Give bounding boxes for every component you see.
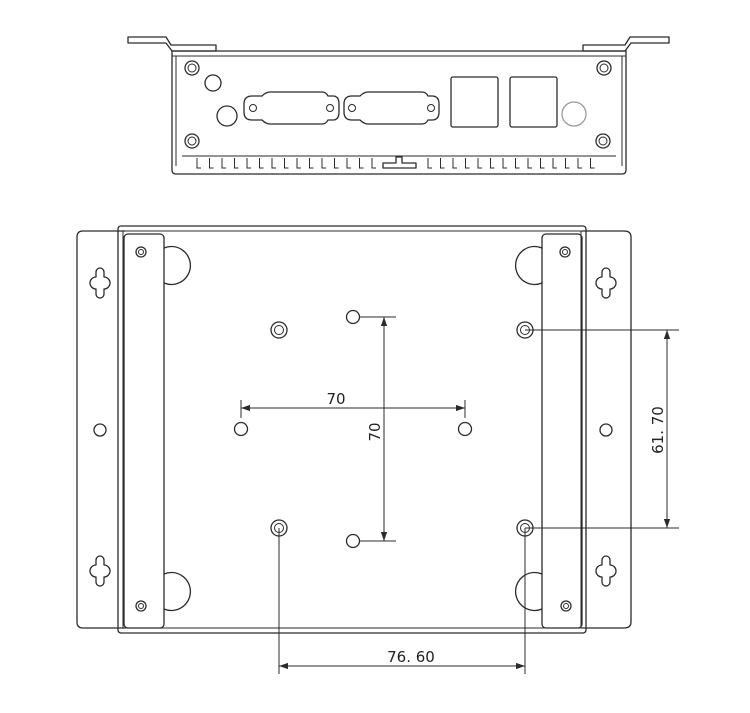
fin <box>590 158 595 169</box>
fin <box>452 158 457 169</box>
db9-port-icon <box>343 91 440 125</box>
base-plate <box>117 225 587 634</box>
fin <box>540 158 545 169</box>
screw-hole-icon <box>596 60 612 76</box>
fin <box>552 158 557 169</box>
foot-icon <box>515 571 543 612</box>
left-rail <box>123 233 165 629</box>
keyhole-slot-icon <box>89 267 111 299</box>
indicator-hole-icon <box>216 105 238 127</box>
left-bracket <box>127 36 217 52</box>
fin <box>234 158 239 169</box>
left-mounting-ear <box>76 230 126 629</box>
fin <box>565 158 570 169</box>
dimension-label: 70 <box>366 422 384 441</box>
fin <box>490 158 495 169</box>
dimension-label: 70 <box>326 390 345 408</box>
vesa-hole-icon <box>457 421 473 437</box>
ear-hole-icon <box>599 423 613 437</box>
screw-hole-icon <box>559 246 571 258</box>
foot-icon <box>515 245 543 286</box>
dimension-vertical-70: 70 <box>360 316 396 542</box>
fin <box>296 158 301 169</box>
keyhole-slot-icon <box>89 555 111 587</box>
fin <box>502 158 507 169</box>
right-rail <box>541 233 583 629</box>
fin <box>477 158 482 169</box>
ear-hole-icon <box>93 423 107 437</box>
front-view <box>127 36 670 175</box>
fin <box>359 158 364 169</box>
fin <box>527 158 532 169</box>
fin <box>309 158 314 169</box>
fin <box>440 158 445 169</box>
fin <box>209 158 214 169</box>
mount-hole-icon <box>270 321 288 339</box>
fin <box>259 158 264 169</box>
right-bracket <box>582 36 670 52</box>
fin <box>321 158 326 169</box>
fin <box>196 158 201 169</box>
fin <box>371 158 376 169</box>
fin <box>577 158 582 169</box>
dimension-bottom-76-60: 76. 60 <box>278 528 526 674</box>
screw-hole-icon <box>184 60 200 76</box>
fin <box>427 158 432 169</box>
fin <box>334 158 339 169</box>
screw-hole-icon <box>135 246 147 258</box>
screw-hole-icon <box>595 133 611 149</box>
center-tab <box>382 156 417 169</box>
vesa-hole-icon <box>345 309 361 325</box>
dimension-horizontal-70: 70 <box>240 390 466 418</box>
screw-hole-icon <box>184 133 200 149</box>
rj45-port-icon <box>450 76 499 128</box>
dimension-label: 76. 60 <box>387 648 435 666</box>
db9-port-icon <box>243 91 340 125</box>
foot-icon <box>163 571 191 612</box>
fin <box>515 158 520 169</box>
dimension-right-61-70: 61. 70 <box>525 329 679 529</box>
cooling-fins <box>196 158 595 169</box>
indicator-hole-icon <box>204 74 222 92</box>
foot-icon <box>163 245 191 286</box>
front-housing <box>171 50 627 175</box>
fin <box>246 158 251 169</box>
vesa-hole-icon <box>345 533 361 549</box>
rj45-port-icon <box>509 76 558 128</box>
keyhole-slot-icon <box>595 555 617 587</box>
dimension-label: 61. 70 <box>649 406 667 454</box>
bottom-view: 70 70 61. 70 76. 60 <box>76 225 679 674</box>
vesa-hole-icon <box>233 421 249 437</box>
keyhole-slot-icon <box>595 267 617 299</box>
power-jack-icon <box>561 101 587 127</box>
fin <box>284 158 289 169</box>
fin <box>271 158 276 169</box>
fin <box>346 158 351 169</box>
screw-hole-icon <box>135 600 147 612</box>
screw-hole-icon <box>560 600 572 612</box>
right-mounting-ear <box>581 230 632 629</box>
fin <box>221 158 226 169</box>
fin <box>465 158 470 169</box>
